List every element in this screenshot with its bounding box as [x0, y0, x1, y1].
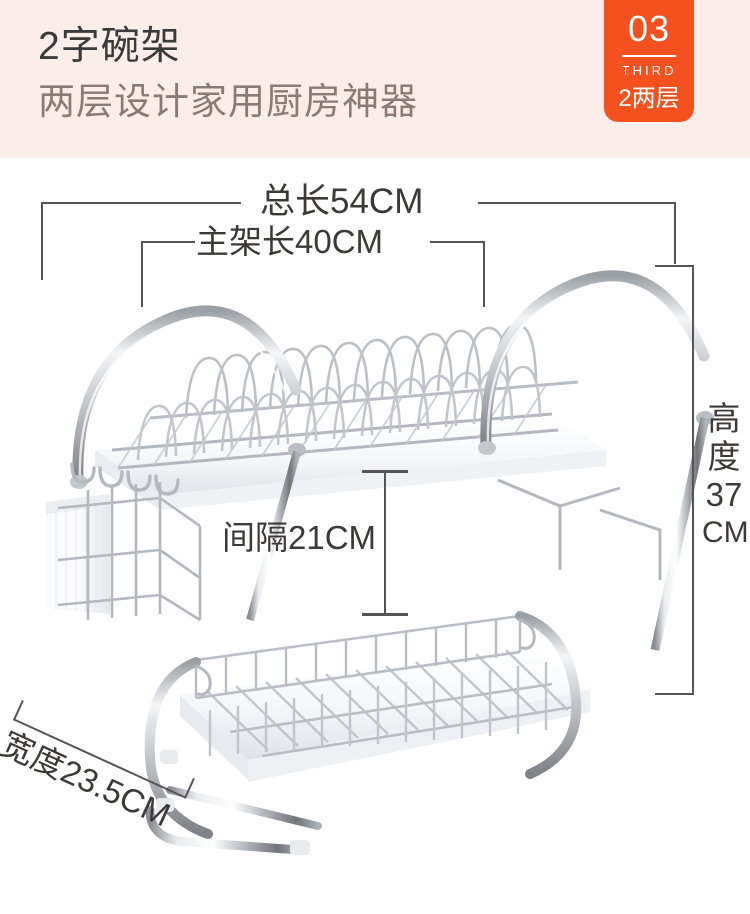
total-length-left-rule	[41, 202, 241, 204]
height-bracket-line	[692, 265, 694, 695]
width-right-tick	[183, 777, 195, 799]
badge-divider	[622, 55, 676, 57]
bottom-tier	[144, 611, 590, 855]
total-length-label: 总长54CM	[260, 182, 424, 221]
height-top-tick	[655, 265, 694, 267]
height-label-line-3: 37	[705, 476, 743, 513]
badge-number: 03	[627, 8, 671, 49]
total-length-right-tick	[674, 202, 676, 264]
height-label-line-2: 度	[707, 438, 741, 475]
total-length-right-rule	[478, 202, 676, 204]
badge-chinese-label: 2两层	[618, 85, 680, 112]
utensil-holder	[46, 462, 202, 622]
main-frame-left-tick	[141, 241, 143, 307]
support-posts	[75, 400, 710, 651]
tier-gap-line	[384, 470, 386, 616]
top-tier	[70, 270, 714, 510]
product-photo	[0, 150, 750, 862]
rack-illustration	[46, 270, 714, 855]
height-label-line-1: 高	[707, 400, 741, 437]
main-frame-right-tick	[483, 241, 485, 307]
total-length-left-tick	[41, 202, 43, 280]
height-bottom-tick	[655, 693, 694, 695]
badge-english-label: THIRD	[621, 63, 677, 78]
main-frame-length-label: 主架长40CM	[196, 223, 384, 260]
header-banner: 2字碗架 两层设计家用厨房神器 03 THIRD 2两层	[0, 0, 750, 158]
page-subtitle: 两层设计家用厨房神器	[38, 81, 418, 122]
height-label: 高 度 37 CM	[702, 400, 749, 552]
tier-gap-label: 间隔21CM	[222, 519, 377, 556]
page-title: 2字碗架	[38, 25, 181, 68]
height-label-line-4: CM	[702, 516, 749, 549]
tier-gap-top-tick	[362, 470, 408, 473]
main-frame-right-rule	[430, 241, 485, 243]
section-number-badge: 03 THIRD 2两层	[604, 0, 694, 122]
tier-gap-bottom-tick	[362, 613, 408, 616]
main-frame-left-rule	[141, 241, 195, 243]
